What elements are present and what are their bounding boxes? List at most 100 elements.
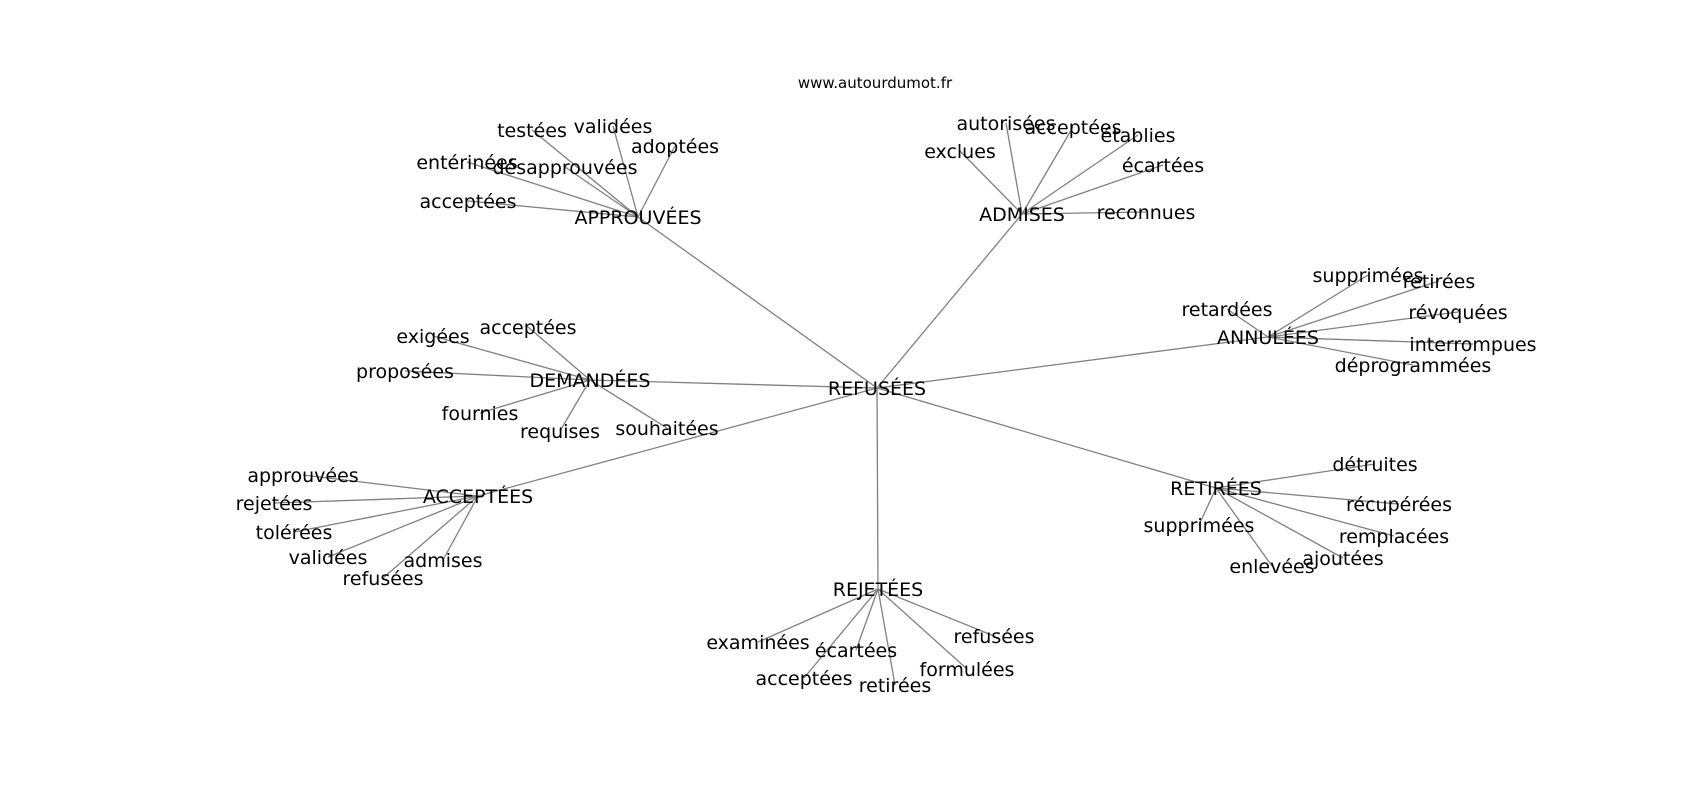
- edge-rejetees-leaf-2: [877, 588, 995, 637]
- edge-center-acceptees: [477, 387, 878, 497]
- edge-rejetees-leaf-1: [855, 588, 879, 651]
- leaf-node-acceptees-0[interactable]: approuvées: [247, 465, 358, 487]
- edge-demandees-leaf-1: [527, 326, 591, 381]
- edge-retirees-leaf-5: [1215, 487, 1273, 567]
- edge-center-rejetees: [876, 387, 879, 590]
- hub-node-rejetees[interactable]: REJETÉES: [833, 578, 924, 601]
- edge-center-retirees: [876, 387, 1217, 489]
- edge-admises-leaf-2: [1021, 134, 1139, 215]
- edge-annulees-leaf-0: [1267, 274, 1369, 338]
- leaf-node-demandees-0[interactable]: exigées: [396, 326, 469, 348]
- edge-center-demandees: [589, 379, 878, 389]
- leaf-node-admises-2[interactable]: établies: [1101, 125, 1176, 147]
- leaf-node-acceptees-4[interactable]: admises: [404, 550, 483, 572]
- leaf-node-acceptees-5[interactable]: refusées: [343, 568, 424, 590]
- hub-node-annulees[interactable]: ANNULÉES: [1217, 326, 1319, 349]
- edge-acceptees-leaf-4: [442, 495, 479, 561]
- leaf-node-approuvees-2[interactable]: adoptées: [631, 136, 719, 158]
- edge-rejetees-leaf-5: [877, 588, 896, 686]
- edge-approuvees-leaf-1: [612, 125, 639, 218]
- edge-annulees-leaf-2: [1267, 311, 1459, 338]
- edge-retirees-leaf-3: [1215, 487, 1395, 537]
- edge-rejetees-leaf-4: [803, 588, 879, 679]
- edge-acceptees-leaf-2: [293, 495, 479, 533]
- center-node[interactable]: REFUSÉES: [828, 377, 926, 400]
- hub-node-retirees[interactable]: RETIRÉES: [1170, 477, 1262, 500]
- edge-annulees-leaf-1: [1267, 280, 1440, 338]
- graph-edges: [273, 122, 1474, 686]
- leaf-node-admises-1[interactable]: acceptées: [1024, 117, 1121, 139]
- edge-approuvees-leaf-3: [466, 161, 639, 218]
- leaf-node-rejetees-5[interactable]: retirées: [859, 675, 931, 697]
- leaf-node-rejetees-0[interactable]: examinées: [706, 632, 809, 654]
- edge-approuvees-leaf-2: [637, 145, 676, 218]
- edge-acceptees-leaf-5: [382, 495, 479, 579]
- edge-demandees-leaf-2: [404, 370, 591, 381]
- hub-node-admises[interactable]: ADMISES: [979, 204, 1065, 226]
- hub-node-acceptees[interactable]: ACCEPTÉES: [423, 485, 533, 508]
- leaf-node-acceptees-3[interactable]: validées: [289, 547, 368, 569]
- edge-approuvees-leaf-4: [564, 166, 639, 218]
- leaf-node-approuvees-0[interactable]: testées: [497, 120, 567, 142]
- leaf-node-retirees-0[interactable]: détruites: [1332, 454, 1417, 476]
- edge-rejetees-leaf-0: [757, 588, 879, 643]
- leaf-node-annulees-4[interactable]: interrompues: [1409, 334, 1536, 356]
- leaf-node-admises-0[interactable]: autorisées: [956, 113, 1055, 135]
- leaf-node-admises-4[interactable]: écartées: [1122, 155, 1204, 177]
- leaf-node-annulees-0[interactable]: supprimées: [1313, 265, 1424, 287]
- leaf-node-approuvees-5[interactable]: acceptées: [419, 191, 516, 213]
- leaf-node-demandees-3[interactable]: fournies: [442, 403, 519, 425]
- edge-admises-leaf-4: [1021, 164, 1164, 215]
- edge-acceptees-leaf-1: [273, 495, 479, 504]
- edge-retirees-leaf-4: [1215, 487, 1344, 559]
- edge-demandees-leaf-3: [479, 379, 591, 414]
- leaf-node-demandees-1[interactable]: acceptées: [479, 317, 576, 339]
- leaf-node-retirees-4[interactable]: ajoutées: [1302, 548, 1383, 570]
- edge-acceptees-leaf-3: [327, 495, 479, 558]
- leaf-node-demandees-4[interactable]: requises: [520, 421, 600, 443]
- leaf-node-retirees-2[interactable]: supprimées: [1144, 515, 1255, 537]
- leaf-node-demandees-2[interactable]: proposées: [356, 361, 454, 383]
- leaf-node-approuvees-4[interactable]: désapprouvées: [493, 157, 638, 179]
- leaf-node-rejetees-2[interactable]: refusées: [954, 626, 1035, 648]
- leaf-node-retirees-3[interactable]: remplacées: [1339, 526, 1449, 548]
- edge-demandees-leaf-0: [432, 335, 591, 381]
- leaf-node-acceptees-2[interactable]: tolérées: [256, 522, 333, 544]
- edge-center-annulees: [876, 336, 1269, 389]
- edge-approuvees-leaf-0: [531, 129, 639, 218]
- edge-acceptees-leaf-0: [302, 474, 479, 497]
- edge-approuvees-leaf-5: [467, 200, 639, 218]
- leaf-node-approuvees-1[interactable]: validées: [574, 116, 653, 138]
- leaf-node-demandees-5[interactable]: souhaitées: [615, 418, 718, 440]
- leaf-node-admises-5[interactable]: reconnues: [1097, 202, 1196, 224]
- edge-rejetees-leaf-3: [877, 588, 968, 670]
- edge-retirees-leaf-0: [1215, 463, 1376, 489]
- edge-center-admises: [876, 213, 1023, 389]
- leaf-node-approuvees-3[interactable]: entérinées: [416, 152, 517, 174]
- edge-center-approuvees: [637, 216, 878, 389]
- edge-demandees-leaf-4: [559, 379, 591, 432]
- leaf-node-rejetees-1[interactable]: écartées: [815, 640, 897, 662]
- leaf-node-retirees-5[interactable]: enlevées: [1229, 556, 1314, 578]
- graph-title: www.autourdumot.fr: [798, 74, 953, 92]
- edge-admises-leaf-1: [1021, 126, 1074, 215]
- edge-retirees-leaf-2: [1198, 487, 1217, 526]
- leaf-node-annulees-1[interactable]: retirées: [1403, 271, 1475, 293]
- leaf-node-rejetees-4[interactable]: acceptées: [755, 668, 852, 690]
- leaf-node-annulees-3[interactable]: retardées: [1182, 299, 1273, 321]
- leaf-node-acceptees-1[interactable]: rejetées: [236, 493, 313, 515]
- edge-annulees-leaf-4: [1267, 336, 1474, 345]
- edge-retirees-leaf-1: [1215, 487, 1400, 505]
- leaf-node-admises-3[interactable]: exclues: [924, 141, 996, 163]
- leaf-node-annulees-5[interactable]: déprogrammées: [1335, 355, 1492, 377]
- hub-node-demandees[interactable]: DEMANDÉES: [530, 369, 651, 392]
- edge-annulees-leaf-3: [1226, 308, 1269, 338]
- hub-node-approuvees[interactable]: APPROUVÉES: [574, 206, 701, 229]
- leaf-node-retirees-1[interactable]: récupérées: [1346, 494, 1452, 516]
- edge-admises-leaf-3: [959, 150, 1023, 215]
- edge-demandees-leaf-5: [589, 379, 668, 429]
- leaf-node-rejetees-3[interactable]: formulées: [920, 659, 1015, 681]
- leaf-node-annulees-2[interactable]: révoquées: [1408, 302, 1507, 324]
- edge-admises-leaf-5: [1021, 211, 1147, 215]
